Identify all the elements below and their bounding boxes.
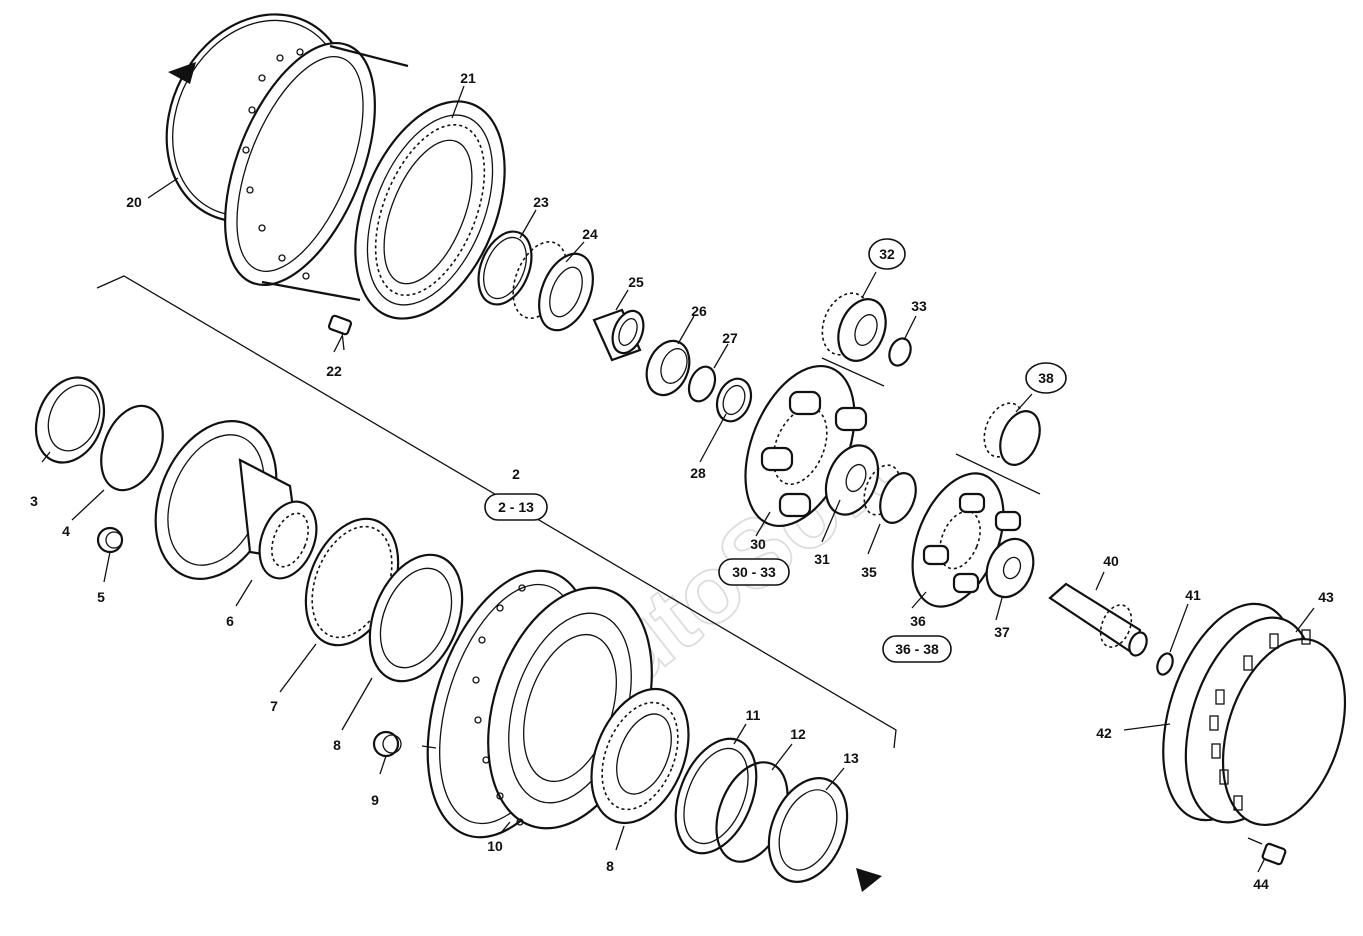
callout-labels: 2 3 4 5 6 7 8 9 10 8 11 12 13 20 21 22 2… [30,70,1334,892]
part-24-needle-bearing [512,241,594,332]
callout-12: 12 [790,726,806,742]
callout-26: 26 [691,303,707,319]
part-41-washer [1156,652,1174,676]
callout-22: 22 [326,363,342,379]
leader-lines [41,85,1315,873]
callout-43: 43 [1318,589,1334,605]
part-25-sleeve [592,308,645,362]
group-label-36-38: 36 - 38 [895,641,939,657]
part-33-snap-ring [888,337,912,367]
callout-40: 40 [1103,553,1119,569]
callout-32: 32 [879,246,895,262]
part-40-sun-shaft [1048,582,1148,657]
group-label-2-13: 2 - 13 [498,499,534,515]
part-35-sun-gear [863,464,917,524]
part-11-ring [674,737,758,855]
part-27-snap-ring [687,365,717,403]
callout-33: 33 [911,298,927,314]
part-37-thrust-washer [985,537,1035,599]
callout-21: 21 [460,70,476,86]
part-44-bolt [1247,837,1287,866]
part-9-plug [372,730,402,758]
part-5-plug [96,526,124,554]
callout-23: 23 [533,194,549,210]
part-38-planet-gear [955,402,1041,495]
part-3-seal [34,376,106,464]
part-6-spindle [154,420,318,580]
part-13-slotted-nut [767,777,849,883]
group-pill-30-33 [718,558,790,586]
callout-38: 38 [1038,370,1054,386]
callout-6: 6 [226,613,234,629]
callout-8-upper: 8 [333,737,341,753]
callout-4: 4 [62,523,70,539]
part-31-thrust-washer [824,444,880,516]
part-32-planet-gear [821,292,887,387]
callout-28: 28 [690,465,706,481]
callout-36: 36 [910,613,926,629]
part-28-washer [715,377,753,423]
callout-5: 5 [97,589,105,605]
callout-37: 37 [994,624,1010,640]
group-pill-36-38 [882,635,952,663]
part-23-snap-ring [477,230,533,306]
part-26-bearing [645,339,691,397]
callout-27: 27 [722,330,738,346]
callout-11: 11 [746,707,761,723]
callout-30: 30 [750,536,766,552]
callout-2: 2 [512,466,520,482]
callout-41: 41 [1185,587,1201,603]
callout-10: 10 [487,838,503,854]
part-22-bolt [327,314,353,351]
callout-9: 9 [371,792,379,808]
callout-7: 7 [270,698,278,714]
part-21-ring-gear-housing [224,41,506,320]
callout-38-circle [1025,362,1067,394]
group-pill-2-13 [484,493,548,521]
callout-13: 13 [843,750,859,766]
group-label-30-33: 30 - 33 [732,564,776,580]
callout-24: 24 [582,226,598,242]
callout-3: 3 [30,493,38,509]
callout-42: 42 [1096,725,1112,741]
callout-35: 35 [861,564,877,580]
callout-44: 44 [1253,876,1269,892]
part-4-o-ring [100,404,164,492]
callout-31: 31 [814,551,830,567]
part-43-cover [1184,616,1347,827]
direction-arrow-bottom [856,868,882,892]
part-8-taper-bearing-inner [368,553,464,683]
callout-32-circle [868,238,906,270]
callout-8-lower: 8 [606,858,614,874]
part-8-taper-bearing-outer [590,687,690,825]
callout-20: 20 [126,194,142,210]
callout-25: 25 [628,274,644,290]
part-36-planet-carrier [911,472,1022,608]
